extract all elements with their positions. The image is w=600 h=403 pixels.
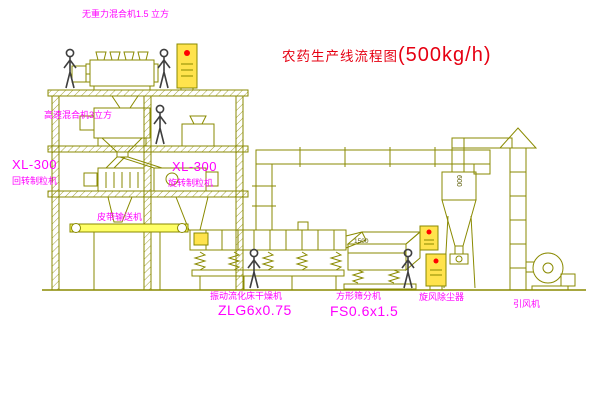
title-capacity: (500kg/h) [398, 44, 492, 66]
control-cabinet-top [176, 43, 198, 90]
label-mixer-top: 无重力混合机1.5 立方 [82, 9, 170, 19]
person-icon [153, 104, 167, 145]
label-sifter-name: 方形筛分机 [336, 291, 382, 301]
induced-draft-fan [525, 252, 576, 291]
label-granulator-left-name: 回转制粒机 [12, 176, 58, 186]
exhaust-stack [498, 127, 538, 291]
zero-gravity-mixer [71, 51, 159, 109]
label-sifter-model: FS0.6x1.5 [330, 303, 399, 319]
building-frame [47, 89, 249, 291]
fluid-bed-dryer [189, 221, 367, 290]
belt-conveyor [69, 223, 189, 290]
person-icon [401, 248, 415, 289]
label-fan-name: 引风机 [513, 299, 541, 309]
label-cyclone-name: 旋风除尘器 [419, 292, 465, 302]
person-icon [247, 248, 261, 289]
y-pipe [104, 156, 163, 169]
label-cyclone-dim: 600 [455, 175, 462, 187]
label-dryer-model: ZLG6x0.75 [218, 302, 292, 318]
feeder-machine [181, 115, 215, 147]
label-granulator-mid-model: XL-300 [172, 159, 217, 174]
label-sifter-dim: 1500 [354, 238, 369, 245]
cyclone-separator [441, 137, 513, 289]
label-mixer-high-speed: 高速混合机3立方 [44, 110, 113, 120]
label-granulator-left-model: XL-300 [12, 157, 57, 172]
title-text: 农药生产线流程图 [282, 49, 398, 64]
label-dryer-name: 振动流化床干燥机 [210, 291, 283, 301]
label-belt-conveyor: 皮带输送机 [97, 212, 143, 222]
person-icon [157, 48, 171, 89]
exhaust-duct [252, 147, 491, 231]
label-granulator-mid-name: 旋转制粒机 [168, 178, 214, 188]
control-cabinet-upper [419, 225, 439, 251]
diagram-title: 农药生产线流程图(500kg/h) [282, 44, 492, 67]
control-cabinet-lower [425, 253, 447, 290]
granulator-left [83, 167, 145, 223]
